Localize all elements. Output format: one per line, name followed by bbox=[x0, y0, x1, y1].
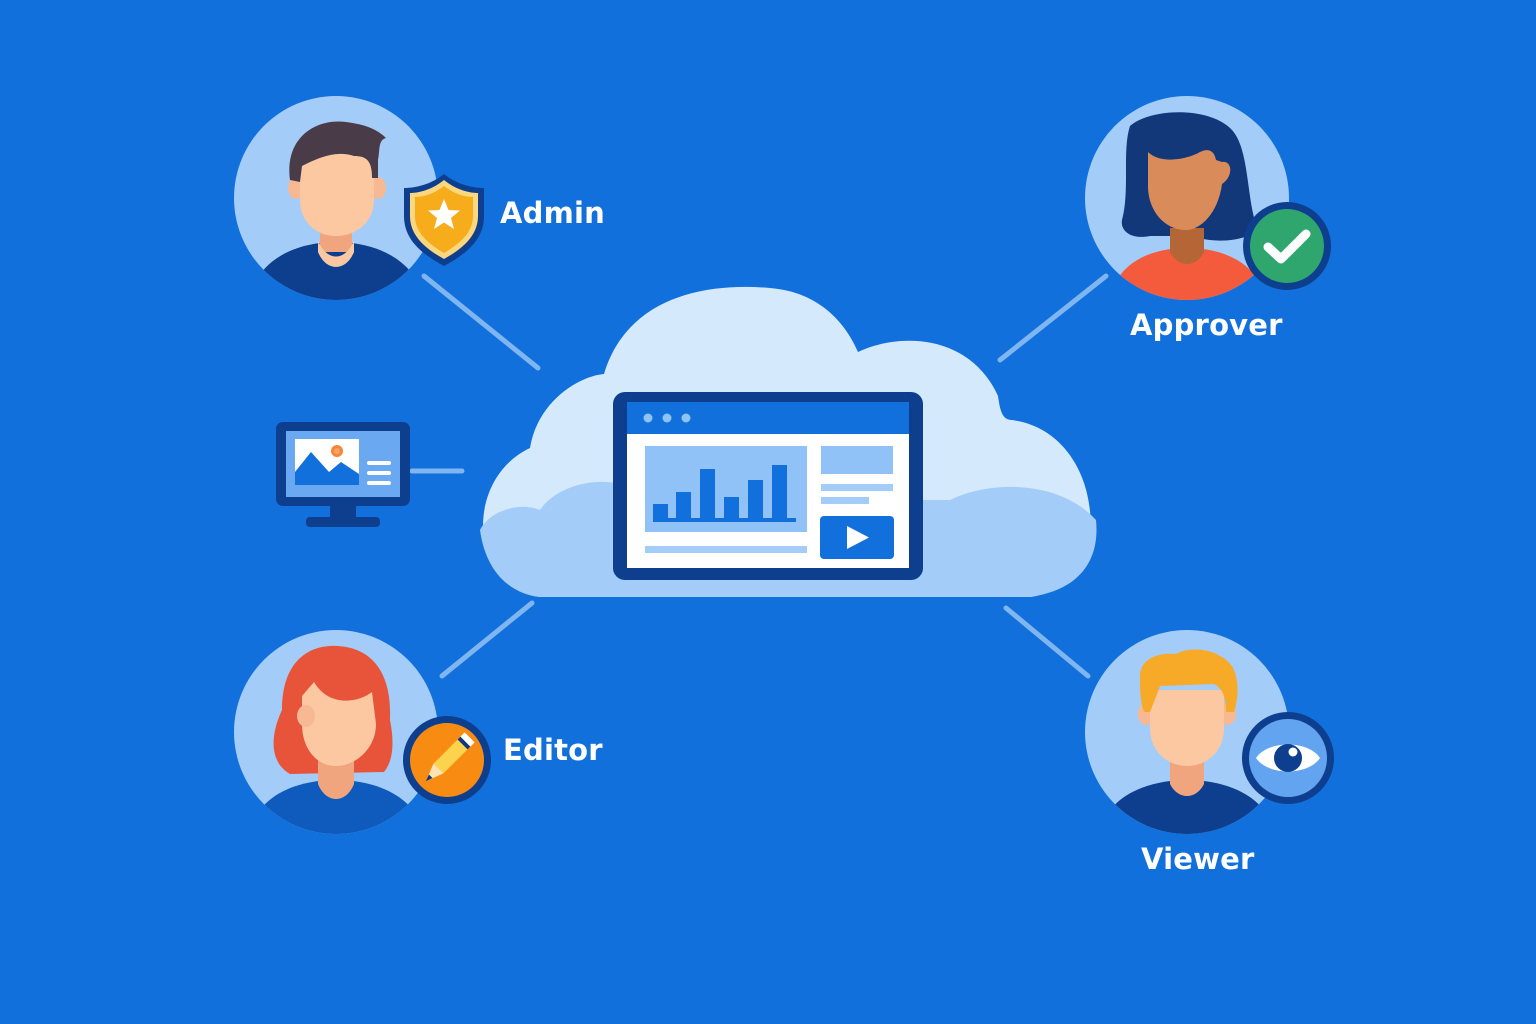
window-dot bbox=[643, 413, 653, 423]
editor-avatar[interactable] bbox=[234, 630, 491, 834]
eye-icon bbox=[1242, 712, 1334, 804]
viewer-avatar[interactable] bbox=[1085, 630, 1334, 834]
connector-editor bbox=[439, 600, 535, 679]
window-titlebar bbox=[627, 402, 909, 434]
connector-viewer bbox=[1003, 605, 1091, 679]
role-label-admin: Admin bbox=[500, 196, 606, 230]
monitor-icon bbox=[276, 422, 410, 527]
role-label-approver: Approver bbox=[1130, 308, 1283, 342]
role-label-editor: Editor bbox=[503, 733, 603, 767]
connector-lines bbox=[409, 273, 1109, 679]
connector-admin bbox=[421, 273, 541, 371]
role-label-viewer: Viewer bbox=[1141, 842, 1255, 876]
approver-avatar[interactable] bbox=[1085, 96, 1331, 300]
text-line bbox=[645, 546, 807, 553]
pencil-icon bbox=[403, 716, 491, 804]
text-line bbox=[821, 497, 869, 504]
connector-approver bbox=[997, 273, 1109, 363]
shield-star-icon bbox=[404, 174, 484, 266]
play-icon bbox=[847, 526, 869, 549]
check-icon bbox=[1243, 202, 1331, 290]
window-dot bbox=[681, 413, 691, 423]
side-block bbox=[821, 446, 893, 474]
app-window bbox=[613, 392, 923, 584]
bar-chart-icon bbox=[653, 465, 796, 522]
window-dot bbox=[662, 413, 672, 423]
admin-avatar[interactable] bbox=[234, 96, 484, 300]
text-line bbox=[821, 484, 893, 491]
